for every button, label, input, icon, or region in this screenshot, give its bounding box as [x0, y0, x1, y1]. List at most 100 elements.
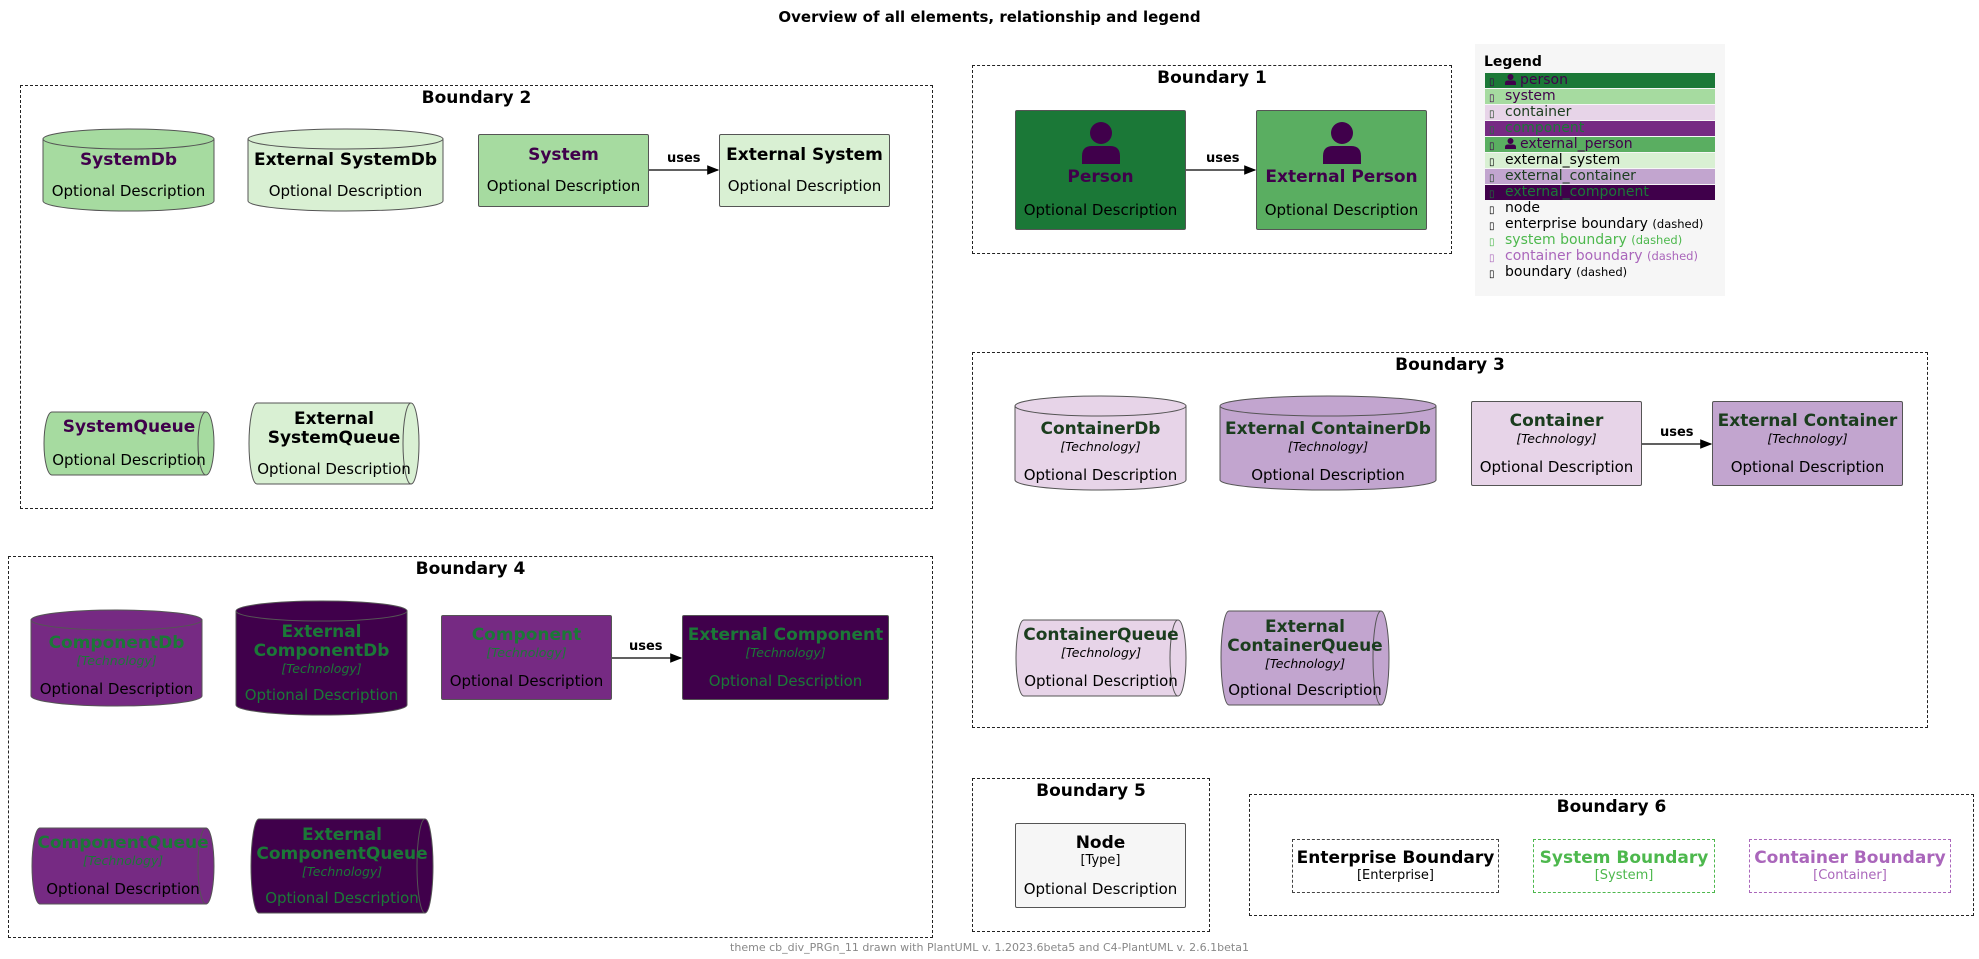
- boundary-title: Boundary 6: [1556, 797, 1667, 817]
- legend-label: enterprise boundary: [1505, 216, 1648, 232]
- system-db[interactable]: SystemDb Optional Description: [42, 128, 215, 212]
- legend-swatch-icon: ▯: [1489, 157, 1495, 168]
- element-description: Optional Description: [1730, 457, 1885, 476]
- legend-label: external_component: [1505, 184, 1649, 200]
- element-technology: [Technology]: [1767, 430, 1848, 446]
- legend-item-container: ▯ container: [1485, 105, 1715, 120]
- legend-item-external-container: ▯ external_container: [1485, 169, 1715, 184]
- legend-swatch-icon: ▯: [1489, 109, 1495, 120]
- relation-label: uses: [629, 639, 663, 654]
- legend-swatch-icon: ▯: [1489, 125, 1495, 136]
- element-technology: [Technology]: [301, 863, 383, 879]
- element-name: External Component: [687, 624, 884, 645]
- external-system-db[interactable]: External SystemDb Optional Description: [247, 128, 444, 212]
- legend-label: boundary: [1505, 264, 1572, 280]
- element-name-line-1: External: [1264, 616, 1346, 637]
- element-description: Optional Description: [265, 888, 419, 907]
- element-name-line-2: ComponentQueue: [256, 843, 428, 864]
- external-system-queue[interactable]: External SystemQueue Optional Descriptio…: [248, 402, 420, 485]
- component-queue[interactable]: ComponentQueue [Technology] Optional Des…: [31, 827, 215, 905]
- component[interactable]: Component [Technology] Optional Descript…: [441, 615, 612, 700]
- legend-swatch-icon: ▯: [1489, 77, 1495, 88]
- node[interactable]: Node [Type] Optional Description: [1015, 823, 1186, 908]
- external-component[interactable]: External Component [Technology] Optional…: [682, 615, 889, 700]
- legend-item-component: ▯ component: [1485, 121, 1715, 136]
- external-component-queue[interactable]: External ComponentQueue [Technology] Opt…: [250, 818, 434, 914]
- element-type: [Container]: [1813, 868, 1887, 883]
- element-description: Optional Description: [1024, 672, 1178, 690]
- legend-item-enterprise-boundary: ▯ enterprise boundary (dashed): [1485, 216, 1715, 233]
- component-db[interactable]: ComponentDb [Technology] Optional Descri…: [30, 609, 203, 707]
- container[interactable]: Container [Technology] Optional Descript…: [1471, 401, 1642, 486]
- system-boundary[interactable]: System Boundary [System]: [1533, 839, 1715, 893]
- element-name-line-2: SystemQueue: [267, 427, 401, 448]
- element-description: Optional Description: [39, 680, 194, 698]
- external-container[interactable]: External Container [Technology] Optional…: [1712, 401, 1903, 486]
- external-system[interactable]: External System Optional Description: [719, 134, 890, 207]
- legend-item-external-component: ▯ external_component: [1485, 185, 1715, 200]
- element-name: Person: [1067, 166, 1134, 187]
- boundary-5[interactable]: Boundary 5: [972, 778, 1210, 932]
- boundary-1[interactable]: Boundary 1: [972, 65, 1452, 254]
- legend-label: person: [1520, 72, 1568, 88]
- element-name: SystemQueue: [62, 417, 196, 437]
- element-description: Optional Description: [1251, 466, 1405, 484]
- external-container-queue[interactable]: External ContainerQueue [Technology] Opt…: [1220, 610, 1390, 706]
- container-boundary[interactable]: Container Boundary [Container]: [1749, 839, 1951, 893]
- database-shape: [42, 128, 215, 212]
- enterprise-boundary[interactable]: Enterprise Boundary [Enterprise]: [1292, 839, 1499, 893]
- database-shape: [1014, 395, 1187, 491]
- external-container-db[interactable]: External ContainerDb [Technology] Option…: [1219, 395, 1437, 491]
- element-description: Optional Description: [46, 880, 200, 898]
- container-queue[interactable]: ContainerQueue [Technology] Optional Des…: [1015, 619, 1187, 697]
- boundary-6[interactable]: Boundary 6: [1249, 794, 1974, 916]
- container-db[interactable]: ContainerDb [Technology] Optional Descri…: [1014, 395, 1187, 491]
- legend-swatch-icon: ▯: [1489, 237, 1495, 248]
- legend-label: external_system: [1505, 152, 1621, 168]
- person-icon: [1081, 121, 1120, 164]
- queue-shape: [248, 402, 420, 485]
- element-description: Optional Description: [1264, 200, 1419, 219]
- element-description: Optional Description: [486, 177, 641, 195]
- legend: Legend ▯ person ▯ system ▯ container ▯ c…: [1475, 44, 1725, 296]
- relation-label: uses: [1660, 425, 1694, 440]
- element-name: SystemDb: [79, 150, 178, 170]
- external-component-db[interactable]: External ComponentDb [Technology] Option…: [235, 600, 408, 716]
- boundary-2[interactable]: Boundary 2: [20, 85, 933, 509]
- queue-shape: [43, 411, 215, 476]
- system[interactable]: System Optional Description: [478, 134, 649, 207]
- element-name: Container Boundary: [1754, 848, 1946, 868]
- element-technology: [Technology]: [1264, 655, 1346, 671]
- legend-suffix: (dashed): [1576, 265, 1628, 279]
- database-shape: [247, 128, 444, 212]
- element-name: External System: [726, 145, 883, 165]
- element-name-line-2: ContainerQueue: [1227, 635, 1383, 656]
- boundary-title: Boundary 3: [1395, 355, 1505, 375]
- element-description: Optional Description: [268, 182, 423, 200]
- element-description: Optional Description: [1023, 879, 1178, 898]
- legend-swatch-icon: ▯: [1489, 253, 1495, 264]
- external-person[interactable]: External Person Optional Description: [1256, 110, 1427, 230]
- system-queue[interactable]: SystemQueue Optional Description: [43, 411, 215, 476]
- legend-label: system: [1505, 88, 1556, 104]
- element-name: Container: [1509, 410, 1604, 431]
- element-name: ContainerQueue: [1023, 625, 1179, 645]
- element-description: Optional Description: [449, 671, 604, 690]
- element-technology: [Technology]: [1060, 645, 1142, 660]
- boundary-title: Boundary 1: [1157, 68, 1267, 88]
- element-name-line-1: External: [293, 408, 375, 429]
- boundary-title: Boundary 5: [1036, 781, 1146, 801]
- person-icon: [1505, 74, 1516, 85]
- boundary-3[interactable]: Boundary 3: [972, 352, 1928, 728]
- legend-swatch-icon: ▯: [1489, 205, 1495, 216]
- person-icon: [1322, 121, 1361, 164]
- element-description: Optional Description: [1023, 466, 1178, 484]
- boundary-4[interactable]: Boundary 4: [8, 556, 933, 938]
- page-title: Overview of all elements, relationship a…: [778, 8, 1201, 26]
- element-name: Enterprise Boundary: [1296, 848, 1495, 868]
- legend-label: container boundary: [1505, 248, 1643, 264]
- element-name: ComponentDb: [48, 633, 185, 653]
- legend-label: external_container: [1505, 168, 1636, 184]
- person[interactable]: Person Optional Description: [1015, 110, 1186, 230]
- queue-shape: [250, 818, 434, 914]
